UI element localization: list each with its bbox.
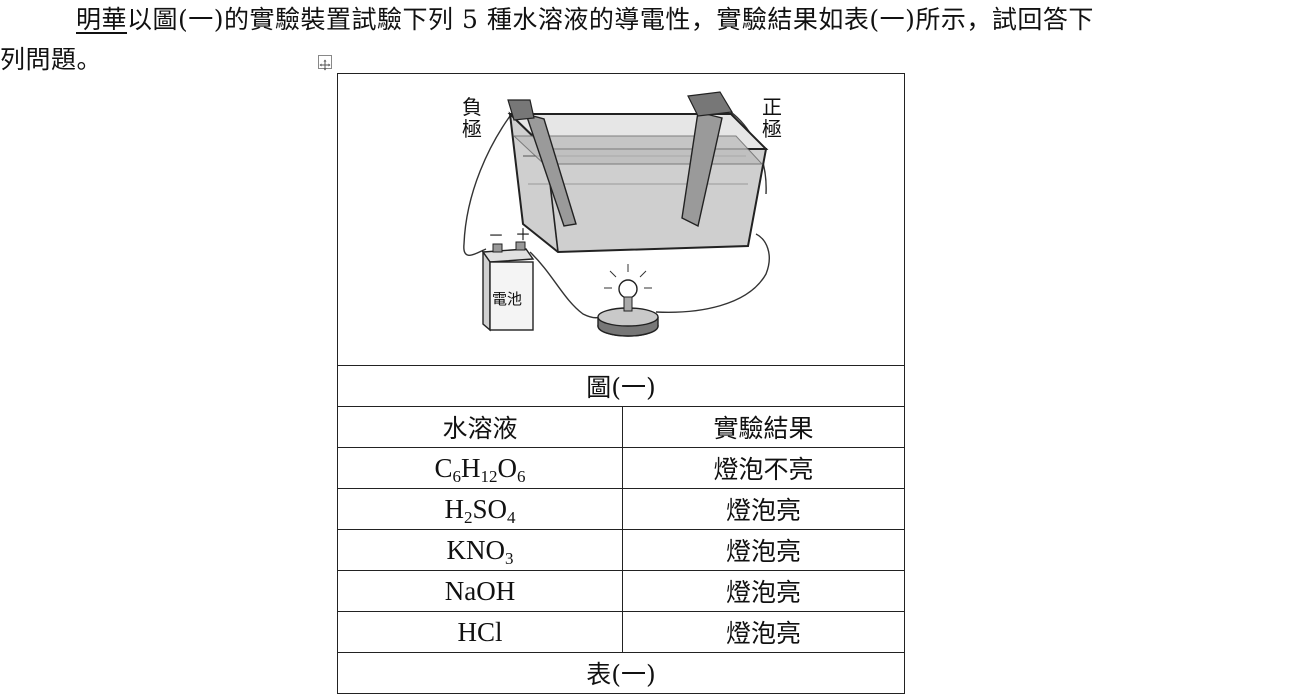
- positive-electrode: [681, 111, 723, 228]
- formula-cell: C6H12O6: [337, 447, 623, 489]
- student-name: 明華: [76, 5, 128, 34]
- battery: － ＋ 電池: [481, 225, 535, 332]
- figure-cell: 負 極 正 極 － ＋ 電池: [337, 73, 905, 366]
- battery-label: 電池: [492, 290, 522, 308]
- formula-symbol: SO: [472, 493, 507, 524]
- positive-label-2: 極: [762, 117, 782, 141]
- header-result: 實驗結果: [622, 406, 905, 448]
- experiment-table: 負 極 正 極 － ＋ 電池: [337, 73, 905, 694]
- table-caption: 表(一): [337, 652, 905, 694]
- battery-plus-label: ＋: [515, 225, 531, 244]
- formula-subscript: 4: [507, 507, 516, 527]
- question-line-1: 明華以圖(一)的實驗裝置試驗下列 5 種水溶液的導電性，實驗結果如表(一)所示，…: [0, 0, 1300, 40]
- formula-symbol: C: [434, 452, 453, 483]
- table-row: KNO3 燈泡亮: [337, 529, 905, 571]
- question-line-2: 列問題。: [0, 45, 103, 74]
- formula-symbol: HCl: [457, 616, 503, 647]
- result-cell: 燈泡亮: [622, 611, 905, 653]
- wire-negative: [463, 107, 517, 256]
- result-cell: 燈泡不亮: [622, 447, 905, 489]
- formula-cell: KNO3: [337, 529, 623, 571]
- formula-cell: HCl: [337, 611, 623, 653]
- apparatus-diagram: 負 極 正 極 － ＋ 電池: [462, 91, 782, 337]
- figure-caption: 圖(一): [337, 365, 905, 407]
- formula-subscript: 12: [480, 466, 498, 486]
- formula-cell: H2SO4: [337, 488, 623, 530]
- table-row: HCl 燈泡亮: [337, 611, 905, 653]
- table-row: C6H12O6 燈泡不亮: [337, 447, 905, 489]
- formula-subscript: 6: [452, 466, 462, 486]
- formula-subscript: 6: [517, 466, 526, 486]
- table-move-handle-icon[interactable]: [318, 55, 332, 71]
- header-solution: 水溶液: [337, 406, 623, 448]
- positive-label-1: 正: [762, 95, 782, 119]
- result-cell: 燈泡亮: [622, 529, 905, 571]
- battery-minus-label: －: [488, 226, 504, 245]
- wire-bulb-positive: [655, 233, 770, 313]
- negative-label-1: 負: [462, 95, 482, 119]
- formula-subscript: 2: [463, 507, 473, 527]
- table-row: H2SO4 燈泡亮: [337, 488, 905, 530]
- formula-symbol: H: [461, 452, 481, 483]
- question-text-1: 以圖(一)的實驗裝置試驗下列 5 種水溶液的導電性，實驗結果如表(一)所示，試回…: [127, 5, 1094, 34]
- result-cell: 燈泡亮: [622, 488, 905, 530]
- table-row: NaOH 燈泡亮: [337, 570, 905, 612]
- formula-symbol: O: [497, 452, 518, 483]
- formula-symbol: H: [444, 493, 464, 524]
- light-bulb: [597, 264, 659, 337]
- negative-electrode: [524, 112, 577, 227]
- negative-label-2: 極: [462, 117, 482, 141]
- result-cell: 燈泡亮: [622, 570, 905, 612]
- formula-subscript: 3: [505, 548, 514, 568]
- wire-battery-bulb: [529, 251, 607, 319]
- question-stem: 明華以圖(一)的實驗裝置試驗下列 5 種水溶液的導電性，實驗結果如表(一)所示，…: [0, 0, 1300, 80]
- formula-cell: NaOH: [337, 570, 623, 612]
- formula-symbol: KNO: [446, 534, 506, 565]
- formula-symbol: NaOH: [444, 575, 516, 606]
